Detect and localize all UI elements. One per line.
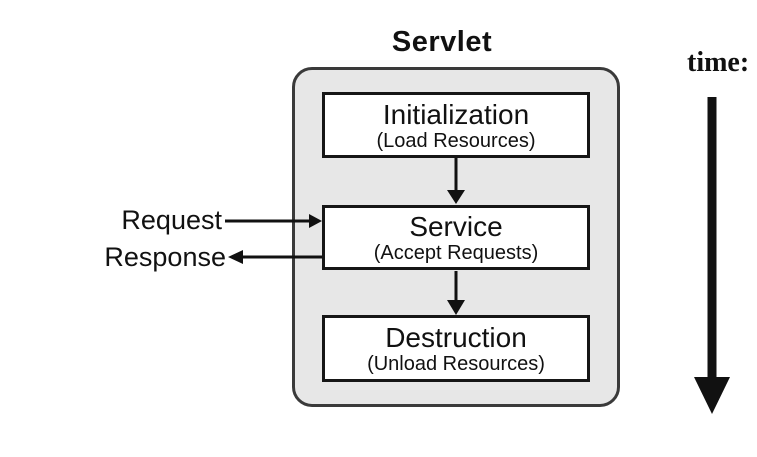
stage-title-initialization: Initialization bbox=[382, 98, 530, 130]
stage-title-destruction: Destruction bbox=[385, 322, 527, 353]
request-label: Request bbox=[121, 205, 222, 235]
time-arrow-down-icon bbox=[694, 97, 730, 414]
stage-title-service: Service bbox=[409, 211, 503, 242]
time-label: time: bbox=[687, 47, 750, 78]
stage-box-service: Service (Accept Requests) bbox=[322, 205, 590, 270]
response-label: Response bbox=[104, 242, 226, 272]
stage-subtitle-service: (Accept Requests) bbox=[373, 242, 539, 264]
stage-box-initialization: Initialization (Load Resources) bbox=[322, 92, 590, 158]
diagram-title: Servlet bbox=[391, 26, 493, 58]
stage-subtitle-initialization: (Load Resources) bbox=[376, 129, 536, 152]
stage-subtitle-destruction: (Unload Resources) bbox=[367, 353, 545, 375]
stage-box-destruction: Destruction (Unload Resources) bbox=[322, 315, 590, 382]
